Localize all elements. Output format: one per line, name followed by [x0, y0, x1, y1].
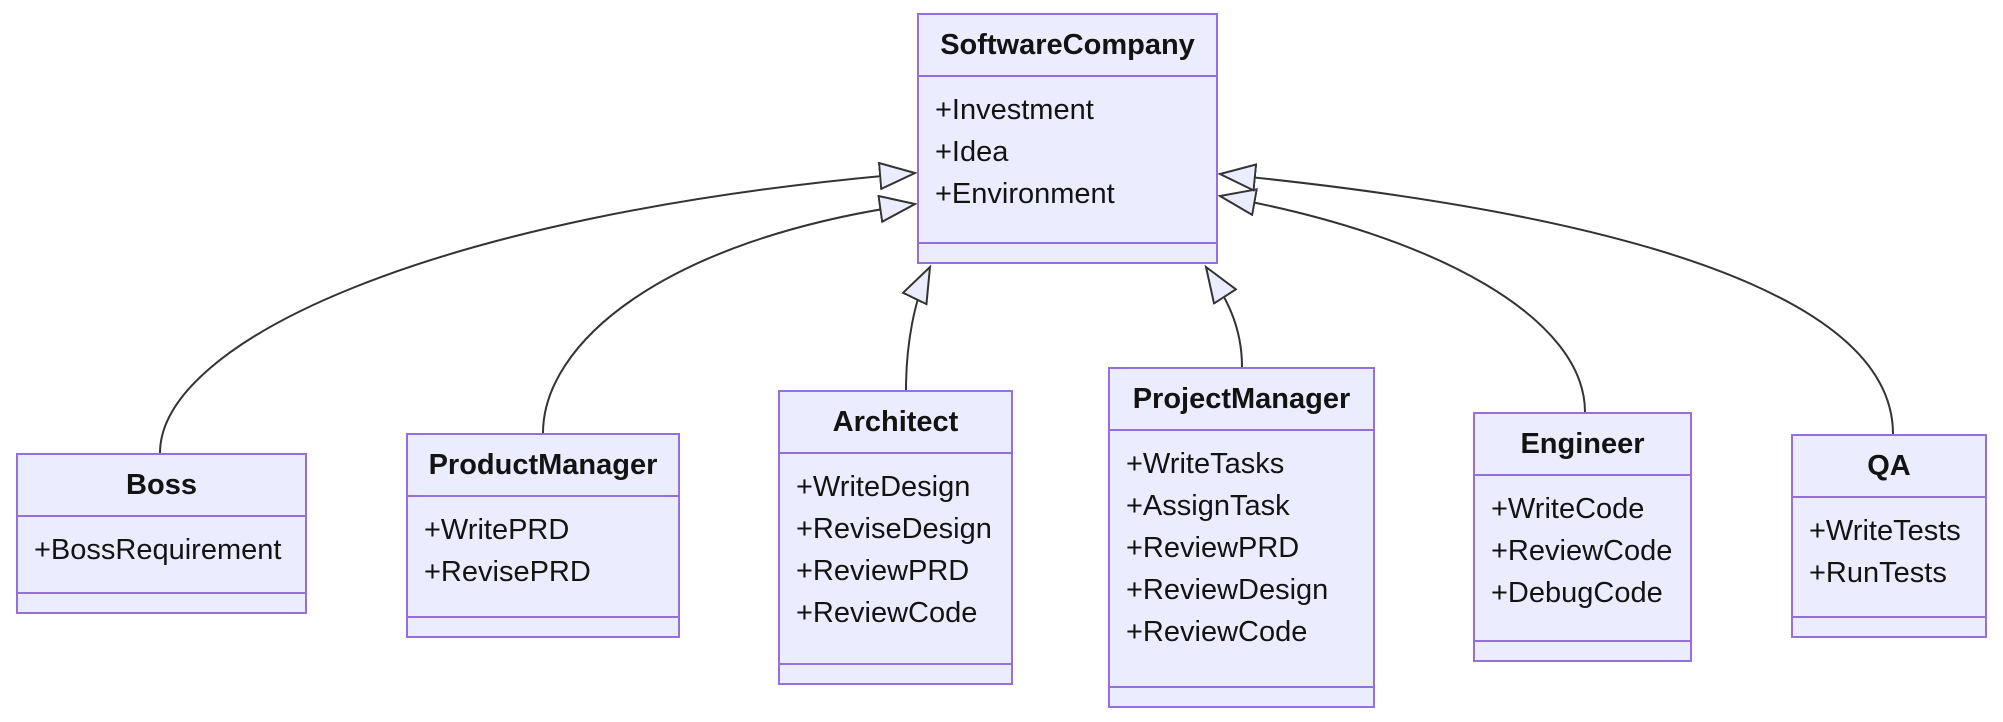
class-attribute: +WriteCode — [1491, 493, 1645, 525]
class-attribute: +RevisePRD — [424, 556, 591, 588]
class-title: Boss — [18, 455, 305, 517]
class-box-softwarecompany: SoftwareCompany +Investment +Idea +Envir… — [917, 13, 1218, 264]
edge-qa-inherits-softwarecompany — [1220, 174, 1894, 435]
class-box-boss: Boss +BossRequirement — [16, 453, 307, 614]
edge-engineer-inherits-softwarecompany — [1220, 196, 1586, 413]
class-attribute: +Idea — [935, 136, 1009, 168]
class-attribute: +WriteTests — [1809, 515, 1961, 547]
class-attribute: +Investment — [935, 94, 1094, 126]
edge-productmanager-inherits-softwarecompany — [542, 204, 915, 434]
class-attributes: +WritePRD +RevisePRD — [408, 497, 678, 616]
class-title: Engineer — [1475, 414, 1690, 476]
class-attribute: +ReviseDesign — [796, 513, 992, 545]
class-box-projectmanager: ProjectManager +WriteTasks +AssignTask +… — [1108, 367, 1375, 708]
class-attribute: +WriteDesign — [796, 471, 971, 503]
class-attribute: +ReviewPRD — [1126, 532, 1300, 564]
class-title: ProjectManager — [1110, 369, 1373, 431]
class-attribute: +ReviewCode — [1491, 535, 1673, 567]
class-attributes: +WriteTests +RunTests — [1793, 498, 1985, 616]
edge-projectmanager-inherits-softwarecompany — [1206, 267, 1243, 368]
class-attribute: +WritePRD — [424, 514, 570, 546]
class-attributes: +BossRequirement — [18, 517, 305, 592]
class-title: QA — [1793, 436, 1985, 498]
edge-architect-inherits-softwarecompany — [906, 267, 930, 391]
class-box-architect: Architect +WriteDesign +ReviseDesign +Re… — [778, 390, 1013, 685]
class-attribute: +ReviewPRD — [796, 555, 970, 587]
class-box-qa: QA +WriteTests +RunTests — [1791, 434, 1987, 638]
class-attribute: +RunTests — [1809, 557, 1947, 589]
class-methods-empty — [18, 592, 305, 612]
class-attribute: +AssignTask — [1126, 490, 1290, 522]
class-title: SoftwareCompany — [919, 15, 1216, 77]
class-attributes: +Investment +Idea +Environment — [919, 77, 1216, 242]
class-title: ProductManager — [408, 435, 678, 497]
class-attributes: +WriteTasks +AssignTask +ReviewPRD +Revi… — [1110, 431, 1373, 686]
class-attribute: +Environment — [935, 178, 1115, 210]
class-attribute: +ReviewCode — [796, 597, 978, 629]
class-attribute: +BossRequirement — [34, 534, 282, 566]
class-title: Architect — [780, 392, 1011, 454]
class-methods-empty — [1793, 616, 1985, 636]
class-attributes: +WriteCode +ReviewCode +DebugCode — [1475, 476, 1690, 640]
class-attribute: +ReviewDesign — [1126, 574, 1329, 606]
class-methods-empty — [408, 616, 678, 636]
class-methods-empty — [780, 663, 1011, 683]
class-box-engineer: Engineer +WriteCode +ReviewCode +DebugCo… — [1473, 412, 1692, 662]
class-attribute: +ReviewCode — [1126, 616, 1308, 648]
class-attributes: +WriteDesign +ReviseDesign +ReviewPRD +R… — [780, 454, 1011, 663]
class-methods-empty — [1475, 640, 1690, 660]
class-attribute: +WriteTasks — [1126, 448, 1285, 480]
class-methods-empty — [1110, 686, 1373, 706]
class-methods-empty — [919, 242, 1216, 262]
edge-boss-inherits-softwarecompany — [159, 173, 915, 454]
class-attribute: +DebugCode — [1491, 577, 1663, 609]
class-box-productmanager: ProductManager +WritePRD +RevisePRD — [406, 433, 680, 638]
